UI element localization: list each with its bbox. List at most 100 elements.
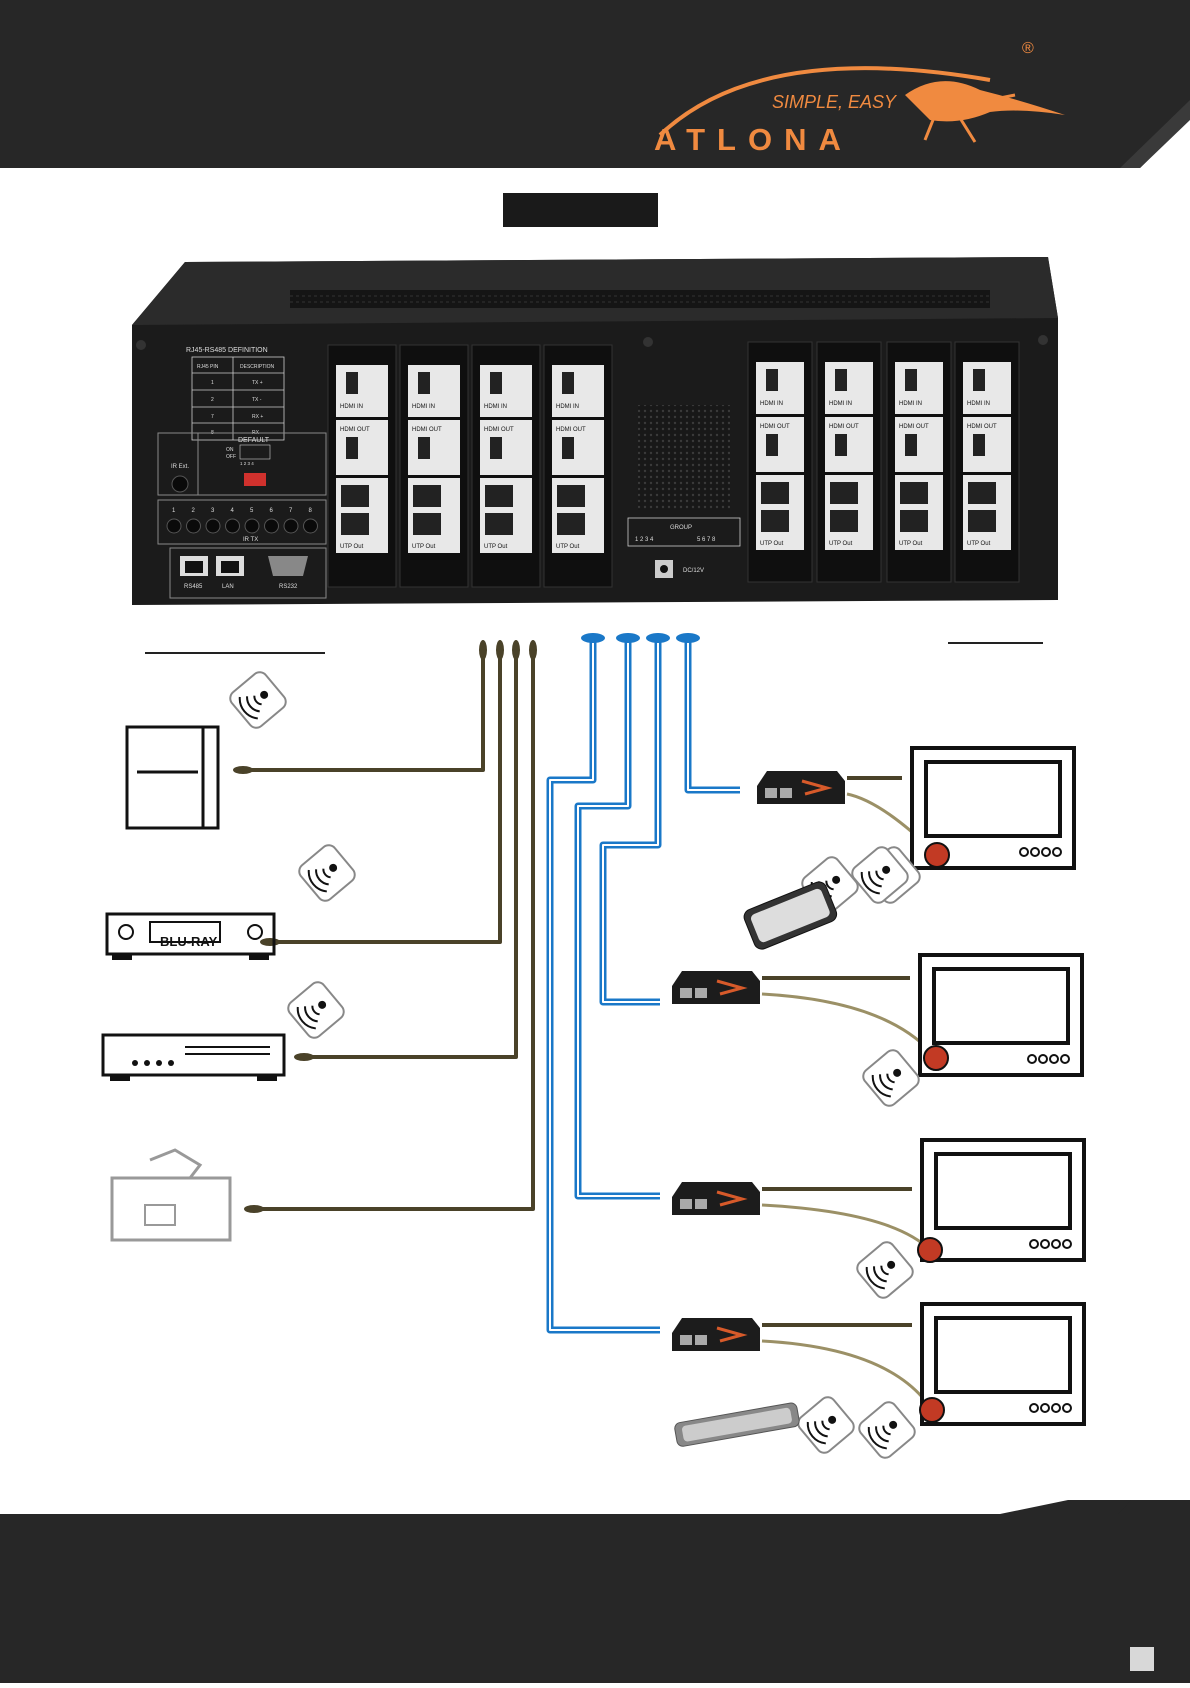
utp-connector (646, 633, 670, 643)
screw (1038, 335, 1048, 345)
hdmi-out-port (346, 437, 358, 459)
page-header (0, 0, 1190, 168)
ir-tx-label: IR TX (243, 537, 258, 543)
ir-tx-number: 8 (309, 508, 313, 514)
hdmi-out-panel (895, 417, 943, 472)
utp-cable-gap (602, 640, 660, 1003)
hdmi-connector (233, 766, 253, 774)
rs-table-cell: 7 (211, 414, 214, 420)
hdmi-in-panel (552, 365, 604, 417)
rj45-port (485, 513, 513, 535)
hdmi-cable-ps3 (240, 655, 485, 772)
ir-sensor-icon (797, 1396, 855, 1454)
ir-tx-number: 2 (192, 508, 196, 514)
ir-cable-to-tv (761, 1339, 934, 1411)
hdmi-connector (512, 640, 520, 660)
header-background (0, 0, 1190, 168)
hdmi-out-label: HDMI OUT (760, 424, 790, 430)
tv-button (1041, 847, 1051, 857)
receiver-port (695, 1199, 707, 1209)
utp-out-label: UTP Out (829, 541, 853, 547)
matrix-switcher-device: RJ45-RS485 DEFINITION RJ45 PIN DESCRIPTI… (132, 257, 1058, 605)
dip-default-label: DEFAULT (238, 437, 270, 444)
rs-table-header-pin: RJ45 PIN (197, 364, 219, 370)
rs-table-cell: RX + (252, 414, 263, 420)
hdmi-connector (294, 1053, 314, 1061)
diagram-title (503, 193, 658, 227)
hdmi-cable-bluray (268, 655, 502, 944)
dc-label: DC/12V (683, 568, 704, 574)
receiver-port (765, 788, 777, 798)
tv-button (1040, 1239, 1050, 1249)
hdmi-out-port (562, 437, 574, 459)
hdmi-in-label: HDMI IN (760, 401, 783, 407)
hdmi-out-panel (756, 417, 804, 472)
hdmi-cable-dvd (300, 655, 518, 1059)
tv-screen (934, 1152, 1072, 1230)
group-selector: GROUP 1 2 3 4 5 6 7 8 DC/12V (627, 517, 741, 578)
hdmi-out-port (973, 434, 985, 456)
ir-tx-number: 6 (270, 508, 274, 514)
tv-button (1049, 1054, 1059, 1064)
ir-tx-number: 4 (231, 508, 235, 514)
ir-dip-panel: IR Ext. DEFAULT ON OFF 1 2 3 4 (157, 432, 327, 496)
hdmi-in-panel (408, 365, 460, 417)
hdmi-out-label: HDMI OUT (899, 424, 929, 430)
top-vent (290, 290, 990, 308)
hdmi-in-port (973, 369, 985, 391)
rj45-port (341, 513, 369, 535)
rj45-port (900, 510, 928, 532)
ir-tx-number: 5 (250, 508, 254, 514)
output-chain (672, 1302, 1086, 1459)
hdmi-out-panel (408, 420, 460, 475)
utp-connector (676, 633, 700, 643)
input-section-label (145, 632, 325, 654)
utp-connector (616, 633, 640, 643)
rj45-port (485, 485, 513, 507)
hdmi-in-port (562, 372, 574, 394)
dip-switch (244, 473, 266, 486)
hdmi-connector (479, 640, 487, 660)
rs232-port (268, 556, 308, 576)
hdmi-out-label: HDMI OUT (340, 427, 370, 433)
hdmi-in-panel (336, 365, 388, 417)
output-chain (672, 1138, 1086, 1299)
rs-table-cell: 2 (211, 397, 214, 403)
hdmi-out-label: HDMI OUT (967, 424, 997, 430)
rj45-port (341, 485, 369, 507)
rj45-port (900, 482, 928, 504)
control-ports: RS485 LAN RS232 (169, 547, 327, 599)
tv-button (1030, 847, 1040, 857)
page-number-box (1130, 1647, 1154, 1671)
hdmi-connector (244, 1205, 264, 1213)
utp-out-label: UTP Out (556, 544, 580, 550)
output-chain (672, 953, 1084, 1107)
ir-cable-to-tv (761, 992, 938, 1059)
footer-text (560, 1620, 860, 1636)
utp-cables (546, 633, 740, 1334)
ir-tx-jack (205, 518, 221, 534)
ir-sensor-icon (858, 1401, 916, 1459)
tv-screen (924, 760, 1062, 838)
ir-emitter (924, 842, 950, 868)
tv-button (1052, 847, 1062, 857)
hdmi-in-label: HDMI IN (967, 401, 990, 407)
ir-tx-jack (244, 518, 260, 534)
dip-on-label: ON (226, 447, 234, 453)
ir-tx-jack (166, 518, 182, 534)
hdmi-in-panel (963, 362, 1011, 414)
ir-icons (229, 671, 356, 1039)
utp-out-label: UTP Out (484, 544, 508, 550)
hdmi-in-port (905, 369, 917, 391)
remote-control-1 (743, 881, 838, 950)
hdmi-in-panel (825, 362, 873, 414)
screw (643, 337, 653, 347)
hdmi-in-port (490, 372, 502, 394)
tv-button (1051, 1239, 1061, 1249)
ir-tx-jack (264, 518, 279, 534)
hdmi-in-label: HDMI IN (484, 404, 507, 410)
rj45-port (830, 482, 858, 504)
